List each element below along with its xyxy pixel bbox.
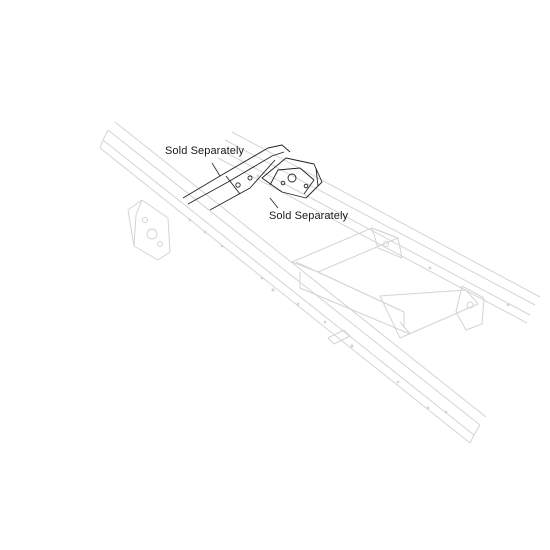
highlighted-upper-bracket [182,144,291,211]
spring-hanger-bracket [127,199,171,261]
crossmember [291,227,485,339]
leader-line-1 [211,162,221,177]
callout-sold-separately-lower: Sold Separately [269,210,349,222]
leader-lines [211,162,279,209]
leader-line-2 [269,197,279,209]
right-frame-rail [217,131,541,324]
highlighted-lower-bracket [261,157,323,199]
left-frame-rail [99,121,487,444]
highlighted-parts [182,144,323,211]
callout-sold-separately-upper: Sold Separately [165,145,245,157]
rail-slot [327,329,351,345]
bolt-holes [188,174,510,414]
chassis-frame [99,121,541,444]
